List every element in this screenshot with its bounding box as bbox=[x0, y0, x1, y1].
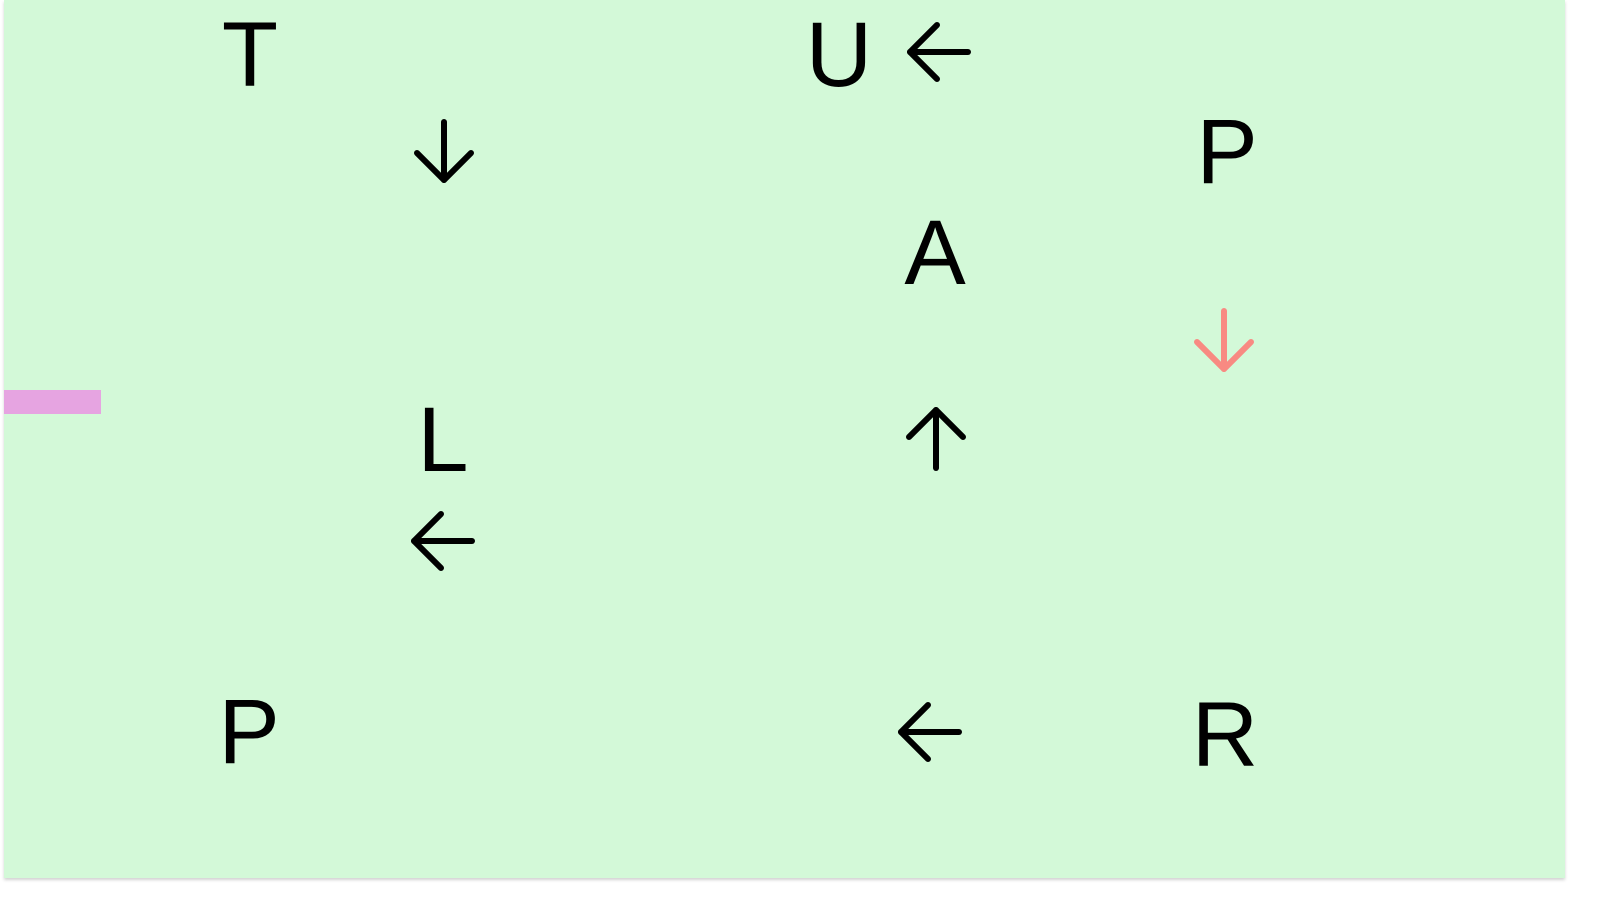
letter-tile-p-top: P bbox=[1167, 102, 1287, 202]
game-board: T U P A L P R bbox=[4, 0, 1565, 878]
letter-l: L bbox=[417, 389, 469, 491]
letter-tile-t: T bbox=[190, 5, 310, 105]
letter-tile-r: R bbox=[1165, 685, 1285, 785]
arrow-left-icon bbox=[870, 682, 990, 782]
position-marker bbox=[4, 390, 101, 414]
arrow-left-icon-glyph bbox=[898, 702, 962, 762]
arrow-left-icon-glyph bbox=[907, 22, 971, 82]
letter-r: R bbox=[1191, 684, 1259, 786]
letter-p: P bbox=[218, 681, 280, 783]
arrow-left-icon bbox=[879, 2, 999, 102]
letter-tile-a: A bbox=[875, 203, 995, 303]
arrow-up-icon-glyph bbox=[906, 407, 966, 471]
arrow-up-icon bbox=[876, 389, 996, 489]
letter-tile-u: U bbox=[779, 5, 899, 105]
letter-u: U bbox=[805, 4, 873, 106]
arrow-left-icon-glyph bbox=[411, 511, 475, 571]
arrow-down-icon-glyph bbox=[1194, 308, 1254, 372]
letter-p: P bbox=[1196, 101, 1258, 203]
letter-tile-p-bottom: P bbox=[189, 682, 309, 782]
letter-tile-l: L bbox=[383, 390, 503, 490]
arrow-down-icon bbox=[1164, 290, 1284, 390]
arrow-down-icon bbox=[384, 101, 504, 201]
letter-a: A bbox=[904, 202, 966, 304]
arrow-down-icon-glyph bbox=[414, 119, 474, 183]
arrow-left-icon bbox=[383, 491, 503, 591]
letter-t: T bbox=[221, 4, 279, 106]
